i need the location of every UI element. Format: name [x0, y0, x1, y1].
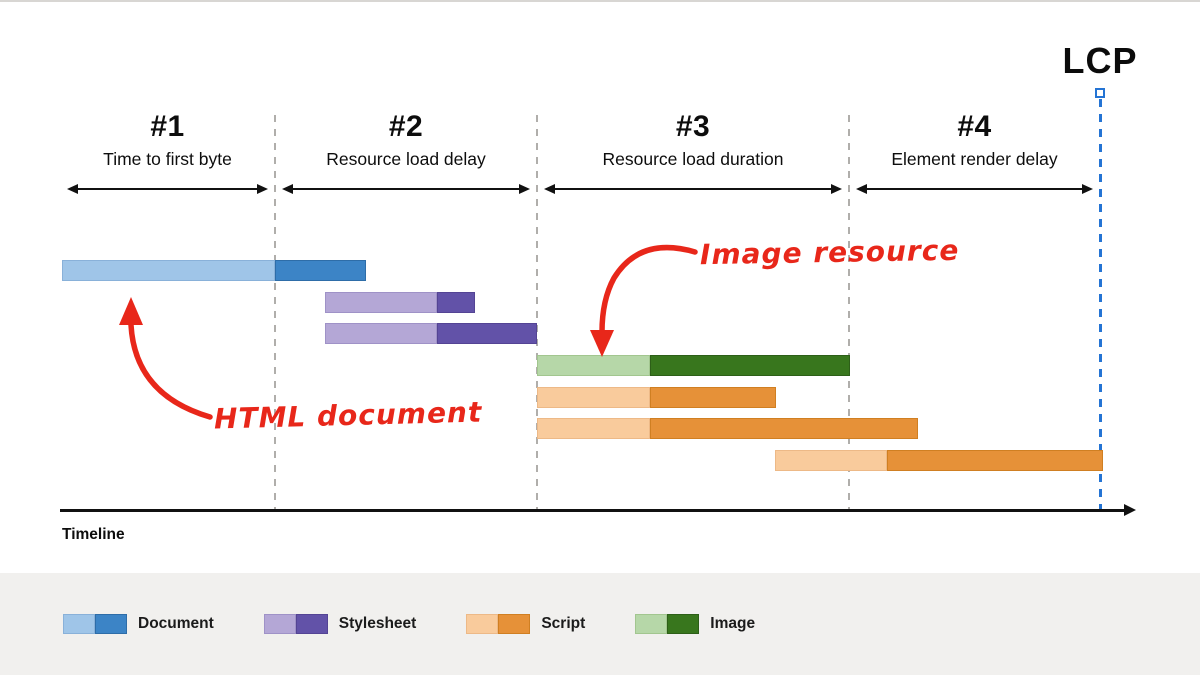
arrowhead-left-icon — [282, 184, 293, 194]
swatch-light-half — [63, 614, 95, 634]
phase-title: Element render delay — [891, 149, 1058, 169]
script-bar-light-segment — [537, 418, 650, 439]
arrow-line — [78, 187, 257, 191]
curved-arrow-to-document-bar — [119, 297, 213, 420]
phase-span-arrow — [537, 184, 849, 194]
legend-label: Script — [541, 615, 586, 632]
phase-divider-line — [848, 115, 850, 511]
phase-number: #2 — [388, 110, 424, 143]
legend-band: Document Stylesheet Script Image — [0, 573, 1200, 675]
script-bar-dark-segment — [650, 418, 918, 439]
arrowhead-right-icon — [519, 184, 530, 194]
timeline-axis-arrowhead-icon — [1124, 504, 1136, 516]
stylesheet-swatch-icon — [263, 614, 328, 634]
legend: Document Stylesheet Script Image — [0, 573, 1200, 675]
document-swatch-icon — [63, 614, 127, 634]
document-bar-dark-segment — [275, 260, 366, 281]
arrowhead-left-icon — [67, 184, 78, 194]
legend-label: Document — [138, 615, 214, 632]
document-bar-light-segment — [62, 260, 275, 281]
phase-title: Resource load delay — [326, 149, 486, 169]
phase-title: Time to first byte — [103, 149, 232, 169]
swatch-dark-half — [95, 614, 127, 634]
legend-item-image: Image — [635, 614, 755, 634]
legend-label: Image — [710, 615, 756, 632]
lcp-label: LCP — [1062, 40, 1138, 81]
arrowhead-left-icon — [544, 184, 555, 194]
legend-label: Stylesheet — [338, 615, 417, 632]
swatch-dark-half — [295, 614, 328, 634]
phase-span-arrow — [275, 184, 537, 194]
top-edge-strip — [0, 0, 1200, 2]
script-swatch-icon — [466, 614, 531, 634]
swatch-dark-half — [667, 614, 700, 634]
legend-item-stylesheet: Stylesheet — [263, 614, 417, 634]
script-bar-dark-segment — [650, 387, 776, 408]
image-bar-dark-segment — [650, 355, 850, 376]
script-bar-dark-segment — [887, 450, 1103, 471]
curved-arrow-to-image-bar — [590, 244, 698, 357]
stylesheet-bar-light-segment — [325, 292, 437, 313]
lcp-marker-icon — [1095, 88, 1105, 98]
phase-divider-line — [536, 115, 538, 511]
arrow-line — [293, 187, 519, 191]
phase-span-arrow — [849, 184, 1100, 194]
phase-number: #3 — [675, 110, 711, 143]
lcp-dashed-line — [1099, 99, 1102, 511]
stylesheet-bar-dark-segment — [437, 292, 475, 313]
image-resource-annotation: Image resource — [699, 233, 960, 272]
swatch-light-half — [635, 614, 668, 634]
legend-item-document: Document — [63, 614, 214, 634]
stylesheet-bar-light-segment — [325, 323, 437, 344]
legend-item-script: Script — [466, 614, 585, 634]
stylesheet-bar-dark-segment — [437, 323, 537, 344]
script-bar-light-segment — [775, 450, 887, 471]
phase-divider-line — [274, 115, 276, 511]
swatch-light-half — [263, 614, 296, 634]
timeline-label: Timeline — [62, 526, 125, 543]
image-bar-light-segment — [537, 355, 650, 376]
script-bar-light-segment — [537, 387, 650, 408]
arrowhead-right-icon — [257, 184, 268, 194]
arrowhead-right-icon — [1082, 184, 1093, 194]
arrowhead-left-icon — [856, 184, 867, 194]
arrow-line — [867, 187, 1082, 191]
arrow-line — [555, 187, 831, 191]
phase-span-arrow — [60, 184, 275, 194]
swatch-light-half — [466, 614, 499, 634]
swatch-dark-half — [498, 614, 531, 634]
phase-title: Resource load duration — [602, 149, 784, 169]
phase-number: #4 — [957, 110, 992, 143]
html-document-annotation: HTML document — [213, 395, 483, 436]
phase-number: #1 — [150, 110, 185, 143]
arrowhead-right-icon — [831, 184, 842, 194]
image-swatch-icon — [635, 614, 700, 634]
timeline-axis — [60, 509, 1126, 512]
